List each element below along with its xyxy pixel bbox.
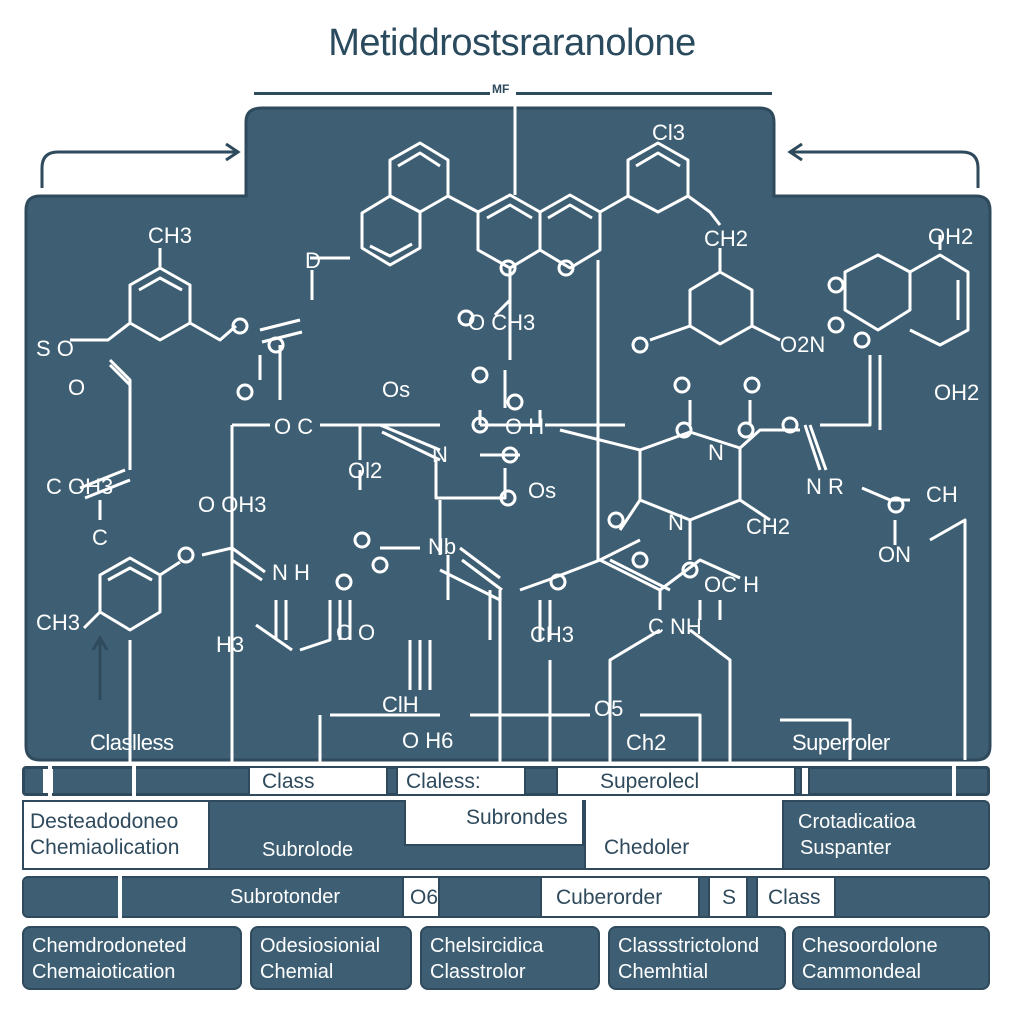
- atom-ch2-mid: CH2: [746, 514, 790, 539]
- atom-clh: ClH: [382, 692, 419, 717]
- atom-ch3-left: CH3: [148, 223, 192, 248]
- row4-box-4-line1: Classstrictolond: [618, 935, 760, 957]
- row1-superolect-label: Superolecl: [600, 770, 700, 793]
- row2-chedoler-cell: Chedoler: [584, 800, 784, 870]
- row4-box-5-line1: Chesoordolone: [802, 935, 938, 957]
- atom-oh2-top: OH2: [928, 224, 973, 249]
- row4-box-3-line1: Chelsircidica: [430, 935, 544, 957]
- atom-ol2: Ol2: [348, 458, 382, 483]
- header-rule-right: [516, 92, 772, 95]
- row1-class-cell: Class: [248, 766, 388, 796]
- row3-s: S: [722, 886, 737, 909]
- atom-o2n: O2N: [780, 332, 825, 357]
- row4-box-4: Classstrictolond Chemhtial: [608, 926, 786, 990]
- atom-cl3: Cl3: [652, 120, 685, 145]
- atom-n-r: N R: [806, 474, 844, 499]
- atom-n-lower: N: [668, 510, 684, 535]
- row4-box-2-line2: Chemial: [260, 961, 334, 983]
- row3-cuberorder: Cuberorder: [556, 886, 663, 909]
- row2-crotad-line1: Crotadicatioa: [798, 811, 916, 833]
- atom-o-ch3-mid: O CH3: [468, 310, 535, 335]
- atom-c-o: C O: [336, 620, 375, 645]
- row2-subrondes: Subrondes: [466, 806, 568, 829]
- row1-divider-left: [48, 766, 52, 796]
- atom-c-nh: C NH: [648, 614, 702, 639]
- atom-s-o: S O: [36, 336, 74, 361]
- atom-ch3-left2: CH3: [36, 610, 80, 635]
- row3-subrotonder: Subrotonder: [230, 886, 341, 908]
- header-mark: MF: [492, 82, 510, 96]
- label-classless: Claslless: [90, 730, 174, 755]
- row3-divider-1: [118, 876, 122, 918]
- ring-top-left-b: [360, 194, 422, 267]
- atom-os-lower: Os: [528, 478, 556, 503]
- atom-c-left: C: [92, 525, 108, 550]
- row4-box-3-line2: Classtrolor: [430, 961, 526, 983]
- atom-o-oh3: O OH3: [198, 492, 266, 517]
- row3-class-cell: Class: [756, 876, 836, 918]
- row1-class-label: Class: [262, 770, 315, 793]
- page-title: Metiddrostsraranolone: [328, 22, 696, 64]
- atom-ch3-lower: CH3: [530, 622, 574, 647]
- row3-s-cell: S: [708, 876, 748, 918]
- row2-subrondes-cell: Subrondes: [404, 800, 584, 846]
- row1-claless-label: Claless:: [406, 770, 481, 793]
- row3-class: Class: [768, 886, 821, 909]
- atom-oh6: O H6: [402, 728, 453, 753]
- row3-o6: O6: [410, 886, 439, 909]
- row3-cuberorder-cell: Cuberorder: [540, 876, 700, 918]
- row2-desteado-line2: Chemiaolication: [30, 836, 180, 859]
- row4-box-1-line1: Chemdrodoneted: [32, 935, 187, 957]
- label-superroler: Superroler: [792, 730, 890, 755]
- atom-labels: Cl3 CH2 OH2 CH3 D S O O CH3 O2N OH2 O O …: [36, 120, 979, 755]
- atom-oh-mid: O H: [505, 414, 544, 439]
- molecule-bonds: [70, 95, 970, 780]
- header-rule-left: [254, 92, 490, 95]
- row2-chedoler: Chedoler: [604, 836, 690, 859]
- ring-far-right: [843, 253, 912, 332]
- row3-o6-cell: O6: [402, 876, 440, 918]
- row1-divider: [800, 766, 810, 796]
- atom-d-top: D: [305, 248, 321, 273]
- row2-desteado-cell: Desteadodoneo Chemiaolication: [22, 800, 210, 870]
- row4-box-1: Chemdrodoneted Chemaiotication: [22, 926, 242, 990]
- diagram-panel: [24, 106, 992, 762]
- atom-on-right: ON: [878, 542, 911, 567]
- row3-bar: [22, 876, 990, 918]
- atom-n-mid: N: [432, 442, 448, 467]
- atom-nb: Nb: [428, 534, 456, 559]
- atom-n-h: N H: [272, 560, 310, 585]
- atom-os-mid: Os: [382, 377, 410, 402]
- row2-desteado-line1: Desteadodoneo: [30, 810, 179, 833]
- ring-center-b: [538, 193, 602, 270]
- row1-superolect-cell: Superolecl: [556, 766, 796, 796]
- atom-ch2-low: Ch2: [626, 730, 666, 755]
- atom-n-right: N: [708, 440, 724, 465]
- row4-box-5: Chesoordolone Cammondeal: [792, 926, 990, 990]
- atom-c-oh3: C OH3: [46, 474, 113, 499]
- atom-ch-right: CH: [926, 482, 958, 507]
- row1-divider-right: [952, 766, 956, 796]
- row4-box-2: Odesiosionial Chemial: [250, 926, 412, 990]
- atom-oc-h: OC H: [704, 572, 759, 597]
- atom-oh2-right: OH2: [934, 380, 979, 405]
- row4-box-4-line2: Chemhtial: [618, 961, 709, 983]
- row2-subrolode: Subrolode: [262, 839, 354, 861]
- atom-ch2-top: CH2: [704, 226, 748, 251]
- row1-claless-cell: Claless:: [396, 766, 526, 796]
- atom-oc-left: O C: [274, 414, 313, 439]
- arrow-left-top: [40, 142, 241, 188]
- atom-o5: O5: [594, 696, 623, 721]
- row1-divider-2: [132, 766, 136, 796]
- row4-box-1-line2: Chemaiotication: [32, 961, 176, 983]
- atom-o-dbl-left: O: [68, 375, 85, 400]
- row4-box-2-line1: Odesiosionial: [260, 935, 381, 957]
- arrow-right-top: [787, 142, 980, 188]
- row2-crotad-line2: Suspanter: [800, 837, 892, 859]
- row4-box-5-line2: Cammondeal: [802, 961, 921, 983]
- oxygen-markers: [177, 259, 905, 591]
- row4-box-3: Chelsircidica Classtrolor: [420, 926, 600, 990]
- atom-h3: H3: [216, 632, 244, 657]
